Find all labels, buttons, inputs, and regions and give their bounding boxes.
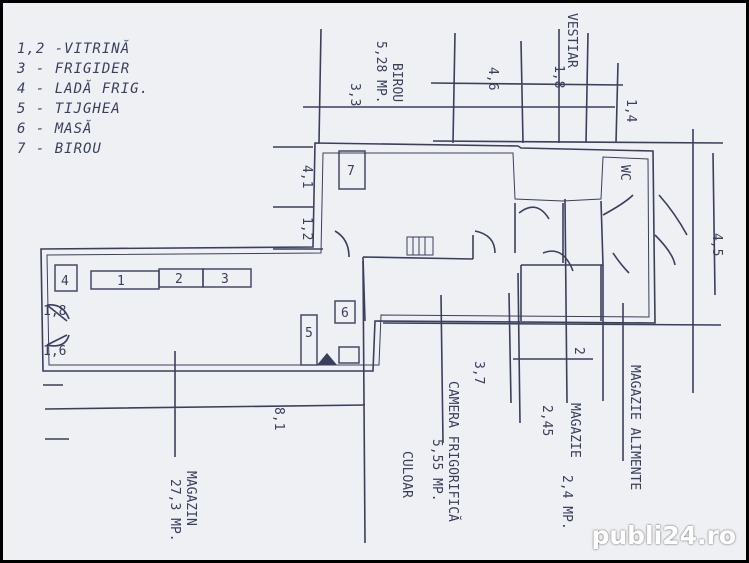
dim-birou: 3,3 [347, 83, 362, 106]
furniture-3-box [202, 268, 252, 288]
dim-12: 1,2 [299, 217, 314, 240]
legend-item: 1,2 -VITRINĂ [17, 41, 131, 57]
furniture-6-box [334, 300, 356, 324]
furniture-4-box [54, 264, 78, 292]
furniture-2-label: 2 [175, 272, 183, 287]
dim-37: 3,7 [471, 361, 486, 384]
dim-41: 4,1 [299, 165, 314, 188]
floor-plan-sheet: 4 1 2 3 7 5 6 1,8 1,6 BIROU 5,28 MP. 3,3… [3, 3, 746, 560]
dimension-lines [43, 28, 724, 544]
legend-item: 7 - BIROU [17, 141, 102, 157]
room-magazin: MAGAZIN [183, 471, 198, 526]
wall-partition [362, 200, 604, 322]
furniture-6-label: 6 [341, 306, 349, 321]
dim-45: 4,5 [709, 233, 724, 256]
legend-item: 3 - FRIGIDER [17, 61, 131, 77]
wall-shop-inner [46, 152, 650, 366]
legend-item: 4 - LADĂ FRIG. [17, 81, 150, 97]
furniture-1-label: 1 [117, 274, 125, 289]
furniture-5-box [300, 314, 318, 366]
room-magazie-alimente: MAGAZIE ALIMENTE [627, 365, 642, 490]
triangle-mark [317, 353, 337, 365]
wall-shop [40, 142, 656, 372]
furniture-4-label: 4 [61, 274, 69, 289]
room-birou: BIROU [389, 63, 404, 102]
furniture-7-box [338, 150, 366, 190]
floor-plan-drawing: 4 1 2 3 7 5 6 1,8 1,6 BIROU 5,28 MP. 3,3… [40, 13, 724, 544]
room-camera-frigorifica: CAMERA FRIGORIFICĂ [445, 381, 461, 522]
door-label-1: 1,8 [43, 304, 66, 319]
watermark-logo: publi24.ro [591, 521, 736, 550]
dim-dots: 2,45 [539, 405, 554, 436]
room-magazie: MAGAZIE [567, 403, 582, 458]
room-magazin-area: 27,3 MP. [167, 479, 182, 542]
door-arcs [46, 194, 688, 347]
dim-2: 2 [571, 347, 586, 355]
legend: 1,2 -VITRINĂ 3 - FRIGIDER 4 - LADĂ FRIG.… [17, 39, 149, 159]
legend-item: 5 - TIJGHEA [17, 101, 121, 117]
furniture-sink-box [338, 346, 360, 364]
dim-14: 1,4 [623, 99, 638, 123]
room-camera-area: 5,55 MP. [429, 439, 444, 502]
furniture-7-label: 7 [347, 164, 355, 179]
room-magazie-area: 2,4 MP. [559, 475, 574, 530]
room-vestiar: VESTIAR [564, 13, 579, 68]
furniture-5-label: 5 [305, 326, 313, 341]
dim-81: 8,1 [271, 407, 286, 430]
room-birou-area: 5,28 MP. [373, 41, 388, 104]
room-wc: WC [617, 165, 632, 181]
furniture-1-box [90, 270, 160, 290]
legend-item: 6 - MASĂ [17, 121, 93, 137]
door-label-2: 1,6 [43, 344, 66, 359]
furniture-3-label: 3 [221, 272, 229, 287]
dim-18: 1,8 [551, 65, 566, 88]
room-culoar: CULOAR [399, 451, 414, 498]
stairs [406, 236, 434, 256]
dim-46: 4,6 [485, 67, 500, 90]
